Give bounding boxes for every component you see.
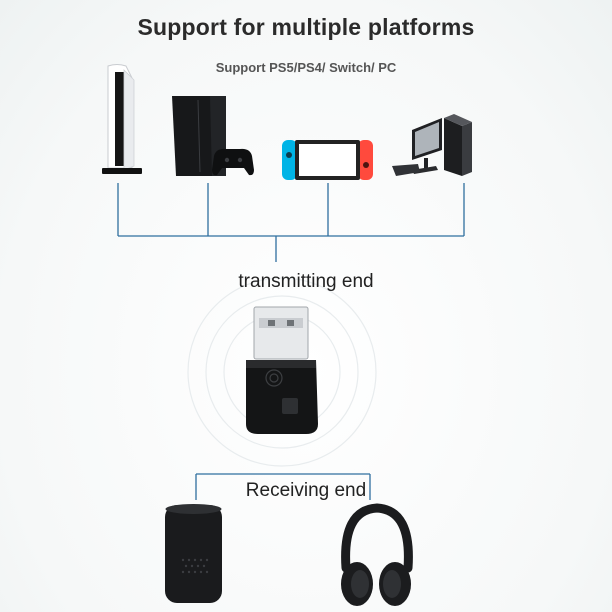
usb-adapter-icon [246, 306, 318, 434]
page-title: Support for multiple platforms [137, 14, 475, 40]
page-subtitle: Support PS5/PS4/ Switch/ PC [215, 60, 397, 75]
pc-computer-icon [392, 114, 472, 176]
receiving-end-label: Receiving end [245, 480, 367, 501]
ps4-console-icon [172, 96, 254, 176]
speaker-icon [165, 504, 222, 603]
ps5-console-icon [102, 64, 142, 174]
switch-console-icon [282, 140, 373, 180]
transmitting-end-label: transmitting end [238, 271, 374, 292]
platform-connector-lines [117, 183, 465, 262]
receiver-connector-lines [195, 473, 371, 500]
headphones-icon [341, 503, 413, 606]
